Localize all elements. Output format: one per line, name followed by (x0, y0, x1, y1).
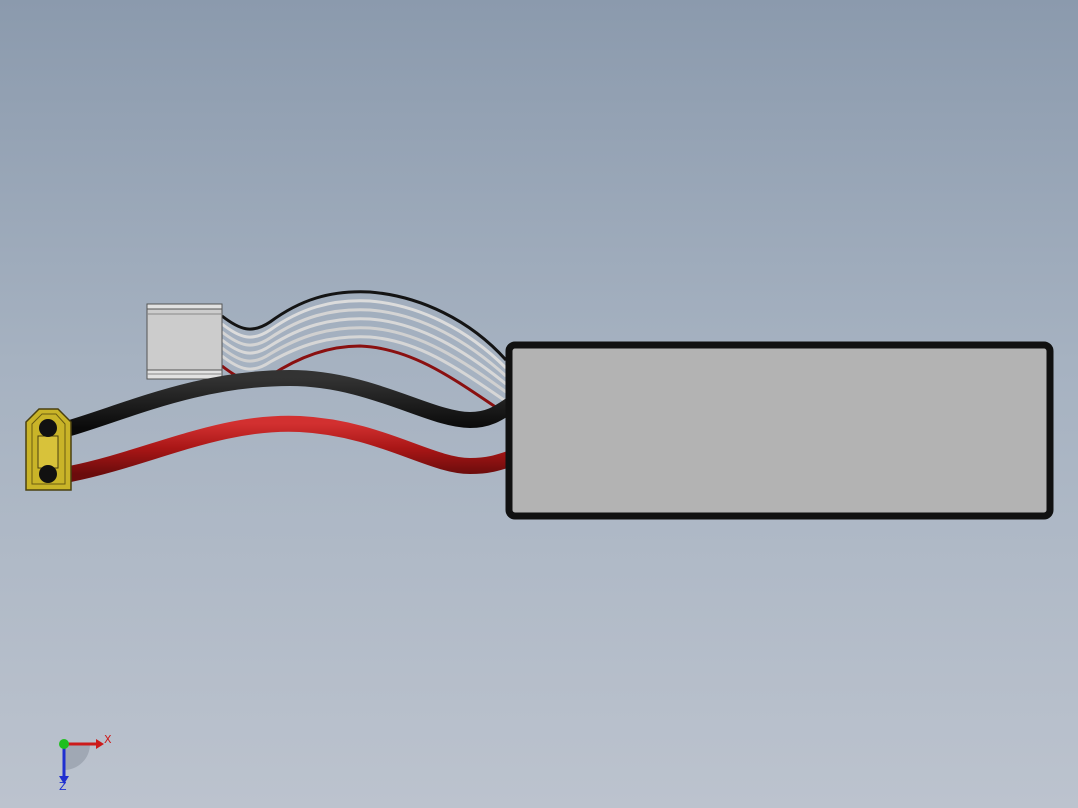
balance-wire-3 (221, 317, 507, 386)
xt60-pin-bottom (39, 465, 57, 483)
xt60-pin-top (39, 419, 57, 437)
triad-plane-shading (64, 744, 90, 770)
xt60-connector[interactable] (25, 408, 72, 491)
balance-plug[interactable] (146, 303, 223, 380)
balance-wire-4 (221, 326, 507, 394)
balance-wire-1 (221, 299, 508, 370)
triad-x-label: X (104, 733, 112, 746)
main-lead-black[interactable] (62, 369, 520, 436)
triad-y-axis (59, 739, 69, 749)
balance-wire-black (221, 290, 508, 362)
triad-z-label: Z (59, 780, 67, 792)
balance-wire-2 (221, 308, 508, 378)
balance-wire-5 (221, 335, 505, 402)
triad-z-arrow (59, 776, 69, 784)
battery-pack[interactable] (505, 341, 1054, 520)
orientation-triad[interactable]: X Z (44, 728, 124, 792)
triad-x-arrow (96, 739, 104, 749)
main-lead-red[interactable] (62, 415, 520, 482)
